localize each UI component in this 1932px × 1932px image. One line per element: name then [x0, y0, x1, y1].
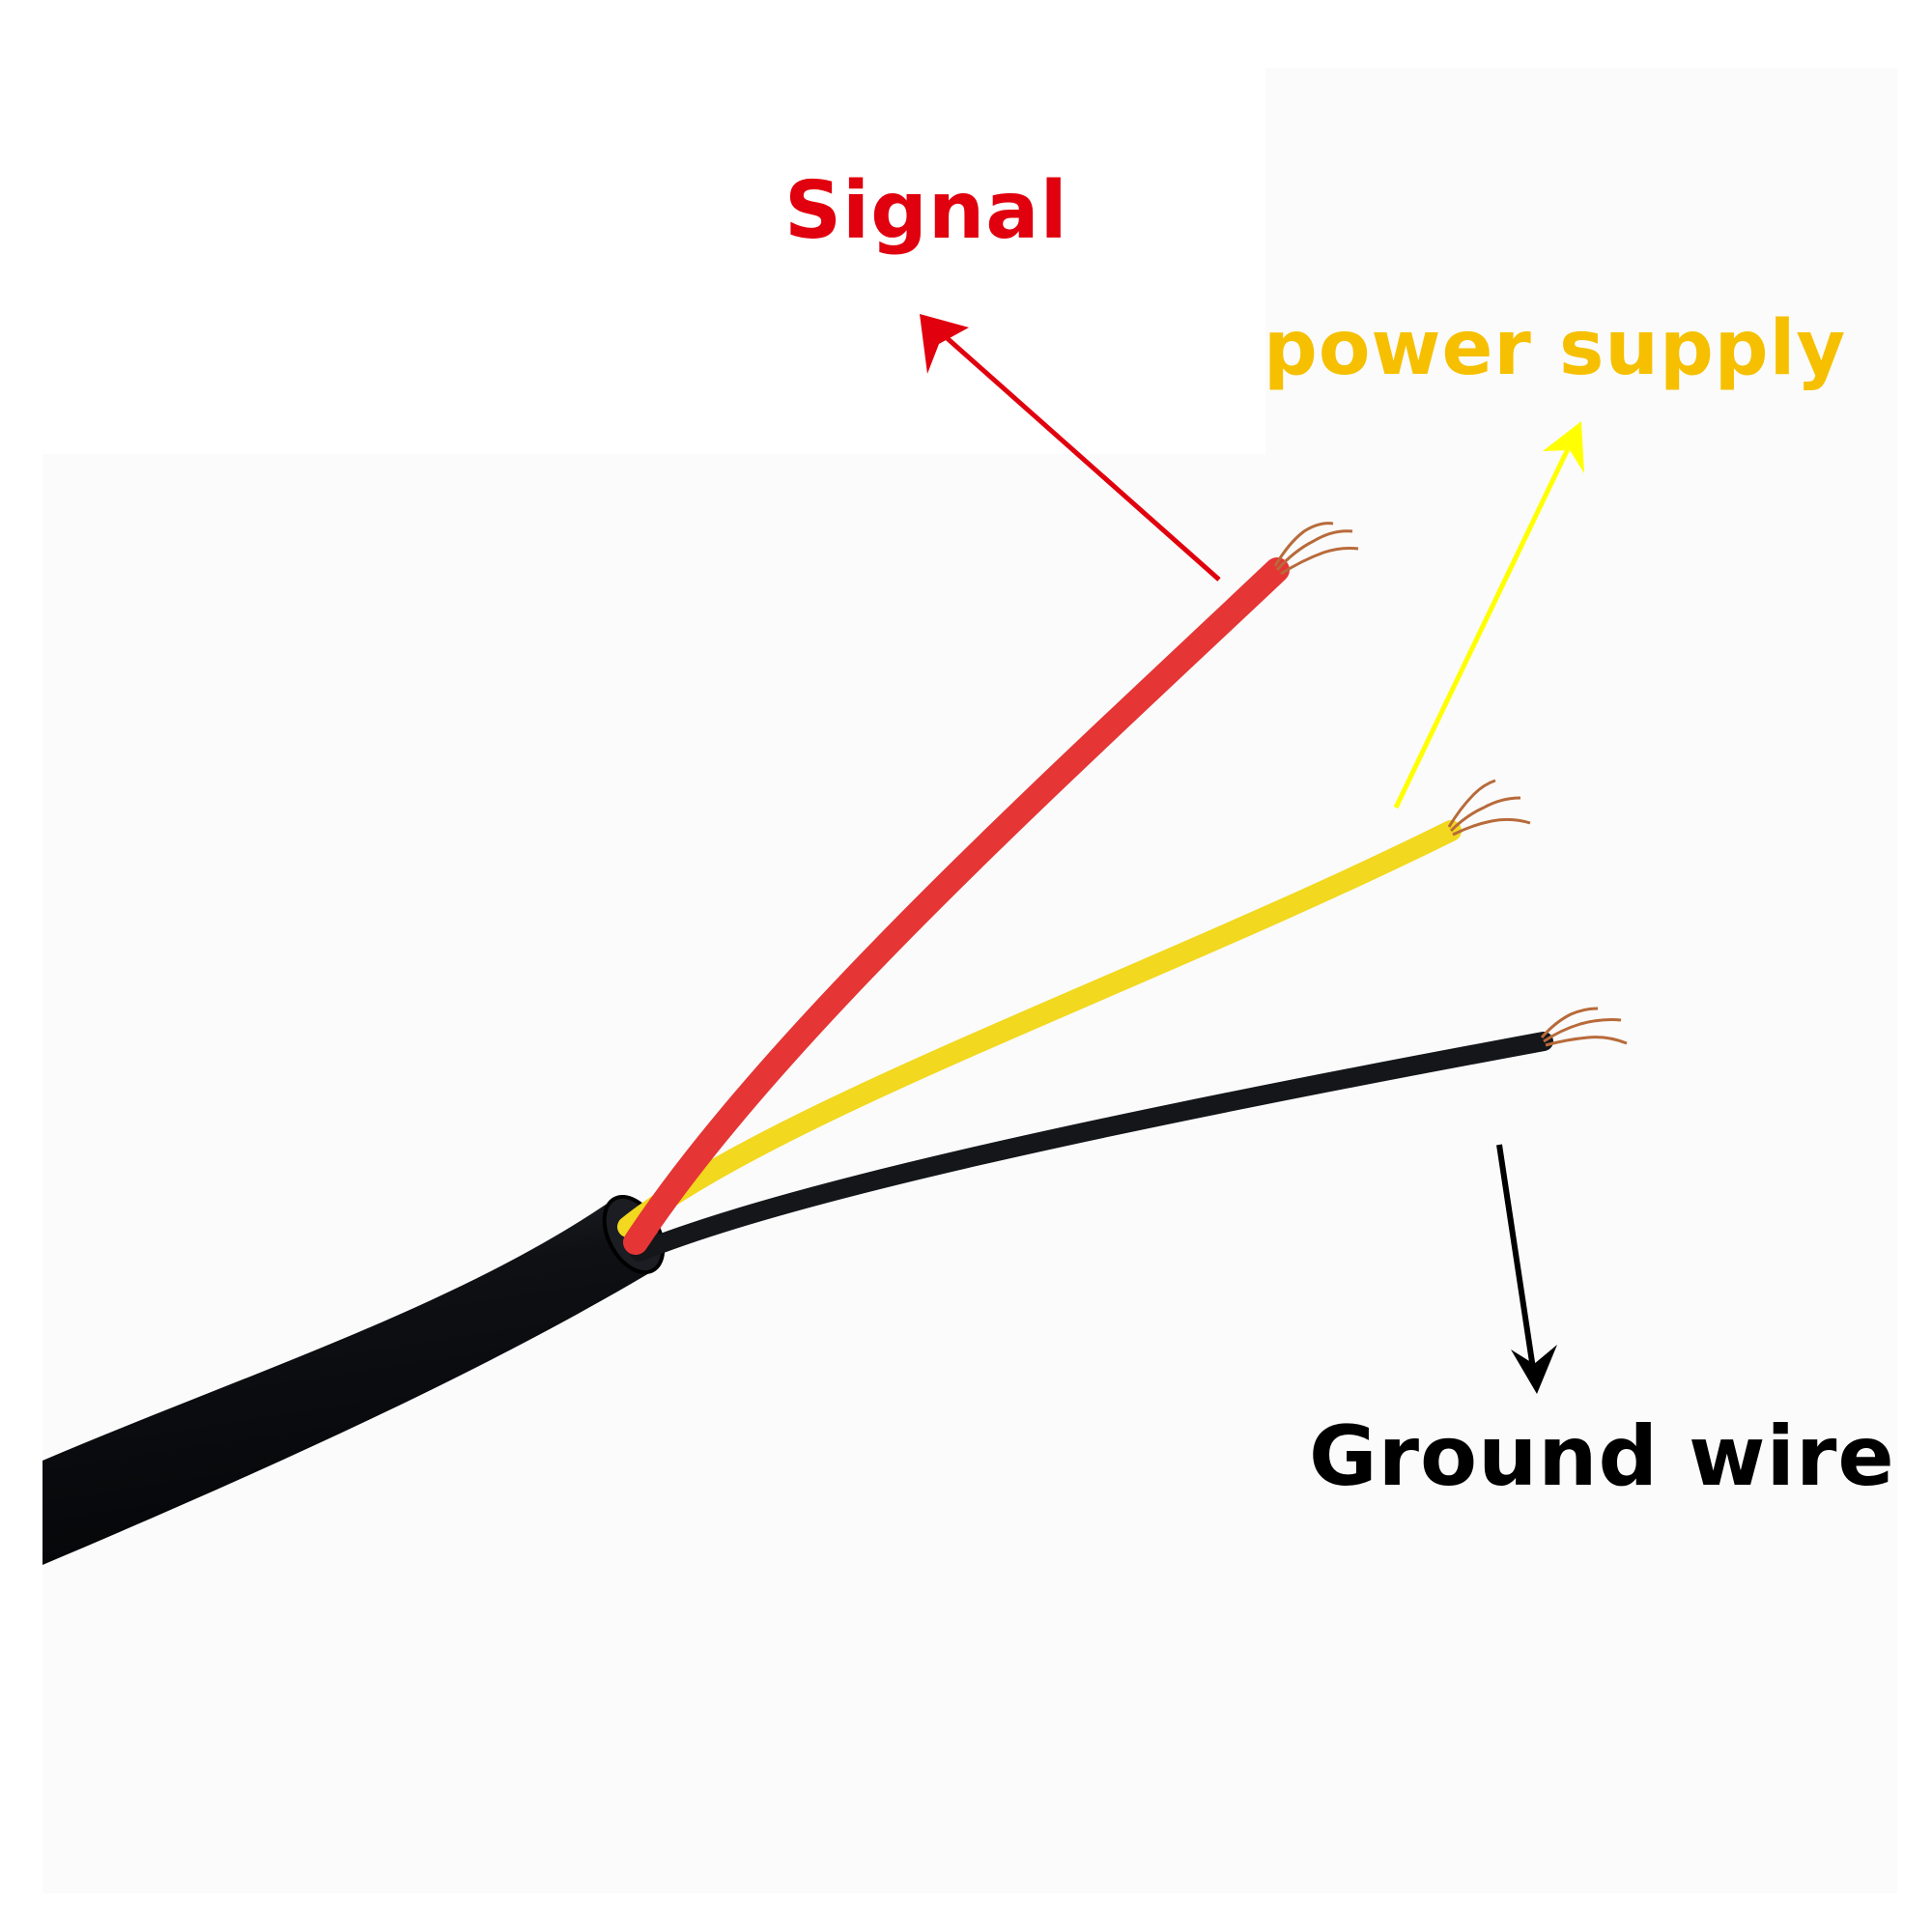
black-wire [630, 1032, 1553, 1262]
ground-wire-label: Ground wire [1309, 1408, 1895, 1505]
arrow-up-right-icon [1393, 421, 1584, 810]
yellow-wire [617, 820, 1462, 1237]
black-wire-copper-tip [1540, 1007, 1628, 1047]
arrow-down-icon [1496, 1144, 1557, 1394]
red-wire [623, 557, 1290, 1255]
yellow-wire-copper-tip [1447, 779, 1531, 837]
power-supply-label: power supply [1264, 305, 1847, 392]
photo-background [43, 454, 1897, 1893]
photo-background-top [1265, 68, 1897, 454]
signal-label: Signal [784, 165, 1068, 257]
red-wire-copper-tip [1273, 522, 1359, 576]
arrow-up-left-icon [920, 314, 1221, 582]
cable-jacket [43, 1196, 649, 1565]
